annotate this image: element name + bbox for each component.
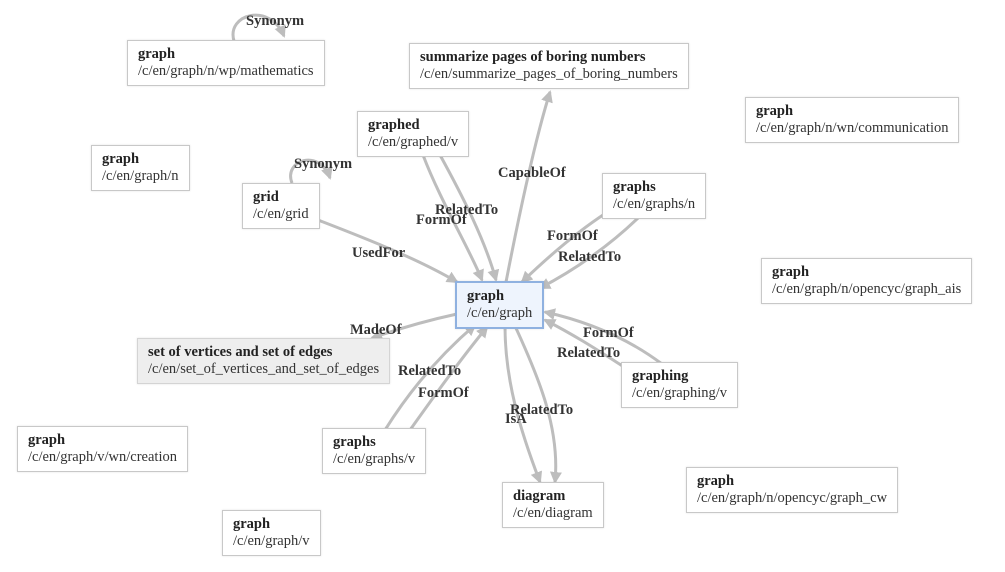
- node-uri: /c/en/graph/n/opencyc/graph_ais: [772, 281, 962, 297]
- node-title: set of vertices and set of edges: [148, 344, 333, 360]
- node-graphing[interactable]: graphing /c/en/graphing/v: [621, 362, 739, 408]
- edge-label-e11: RelatedTo: [557, 345, 620, 361]
- node-uri: /c/en/graphed/v: [368, 134, 459, 150]
- edge-e5: [438, 154, 500, 282]
- node-graph-wp-mathematics[interactable]: graph /c/en/graph/n/wp/mathematics: [127, 40, 325, 86]
- node-graphed[interactable]: graphed /c/en/graphed/v: [357, 111, 470, 157]
- node-graph-opencyc-ais[interactable]: graph /c/en/graph/n/opencyc/graph_ais: [761, 258, 973, 304]
- node-uri: /c/en/graph/v/wn/creation: [28, 449, 177, 465]
- node-graph-center[interactable]: graph /c/en/graph: [455, 281, 545, 329]
- edge-e1: [231, 13, 286, 42]
- node-uri: /c/en/graphs/n: [613, 196, 696, 212]
- node-graph-opencyc-cw[interactable]: graph /c/en/graph/n/opencyc/graph_cw: [686, 467, 899, 513]
- edge-e3: [504, 90, 553, 283]
- node-graphs-v[interactable]: graphs /c/en/graphs/v: [322, 428, 427, 474]
- edge-label-e6: UsedFor: [352, 245, 406, 261]
- edge-e15: [503, 325, 543, 484]
- edge-label-e5: RelatedTo: [435, 202, 498, 218]
- node-title: graph: [28, 432, 66, 448]
- edge-label-e7: FormOf: [547, 228, 598, 244]
- node-title: grid: [253, 189, 279, 205]
- edge-e8: [538, 216, 640, 290]
- node-title: graph: [138, 46, 176, 62]
- edge-e14: [513, 325, 562, 484]
- node-title: graph: [697, 473, 735, 489]
- node-title: graphed: [368, 117, 420, 133]
- node-title: graphs: [333, 434, 376, 450]
- node-grid[interactable]: grid /c/en/grid: [242, 183, 320, 229]
- node-set-of-vertices[interactable]: set of vertices and set of edges /c/en/s…: [137, 338, 391, 384]
- node-title: graph: [102, 151, 140, 167]
- node-uri: /c/en/diagram: [513, 505, 593, 521]
- edge-e2: [289, 158, 333, 184]
- edge-e6: [317, 218, 459, 284]
- node-diagram[interactable]: diagram /c/en/diagram: [502, 482, 604, 528]
- node-uri: /c/en/graph: [467, 305, 533, 321]
- node-uri: /c/en/graph/n/opencyc/graph_cw: [697, 490, 888, 506]
- edge-e12: [383, 323, 477, 431]
- node-uri: /c/en/graphing/v: [632, 385, 728, 401]
- node-uri: /c/en/summarize_pages_of_boring_numbers: [420, 66, 678, 82]
- edge-e9: [370, 312, 458, 341]
- edge-label-e12: RelatedTo: [398, 363, 461, 379]
- node-title: graphs: [613, 179, 656, 195]
- edge-label-e15: IsA: [505, 411, 527, 427]
- node-uri: /c/en/set_of_vertices_and_set_of_edges: [148, 361, 380, 377]
- edge-label-e13: FormOf: [418, 385, 469, 401]
- edge-label-e3: CapableOf: [498, 165, 566, 181]
- edge-label-e9: MadeOf: [350, 322, 402, 338]
- edge-label-e4: FormOf: [416, 212, 467, 228]
- edge-label-e14: RelatedTo: [510, 402, 573, 418]
- node-title: summarize pages of boring numbers: [420, 49, 646, 65]
- node-graph-wn-communication[interactable]: graph /c/en/graph/n/wn/communication: [745, 97, 960, 143]
- edge-e10: [543, 308, 663, 366]
- node-uri: /c/en/graph/n/wp/mathematics: [138, 63, 314, 79]
- edge-e7: [520, 211, 607, 284]
- node-title: graph: [772, 264, 810, 280]
- edge-label-e1: Synonym: [246, 13, 304, 29]
- node-summarize-pages[interactable]: summarize pages of boring numbers /c/en/…: [409, 43, 689, 89]
- edge-label-e10: FormOf: [583, 325, 634, 341]
- node-graph-v[interactable]: graph /c/en/graph/v: [222, 510, 321, 556]
- node-uri: /c/en/graphs/v: [333, 451, 416, 467]
- node-graphs-n[interactable]: graphs /c/en/graphs/n: [602, 173, 707, 219]
- node-uri: /c/en/grid: [253, 206, 309, 222]
- node-uri: /c/en/graph/n: [102, 168, 179, 184]
- edge-e13: [408, 325, 489, 431]
- edge-e4: [421, 154, 484, 282]
- node-uri: /c/en/graph/n/wn/communication: [756, 120, 949, 136]
- edge-label-e2: Synonym: [294, 156, 352, 172]
- node-graph-n[interactable]: graph /c/en/graph/n: [91, 145, 190, 191]
- node-title: diagram: [513, 488, 566, 504]
- node-title: graph: [233, 516, 271, 532]
- node-title: graph: [756, 103, 794, 119]
- node-title: graph: [467, 288, 505, 304]
- node-title: graphing: [632, 368, 689, 384]
- node-graph-wn-creation[interactable]: graph /c/en/graph/v/wn/creation: [17, 426, 188, 472]
- edge-label-e8: RelatedTo: [558, 249, 621, 265]
- node-uri: /c/en/graph/v: [233, 533, 310, 549]
